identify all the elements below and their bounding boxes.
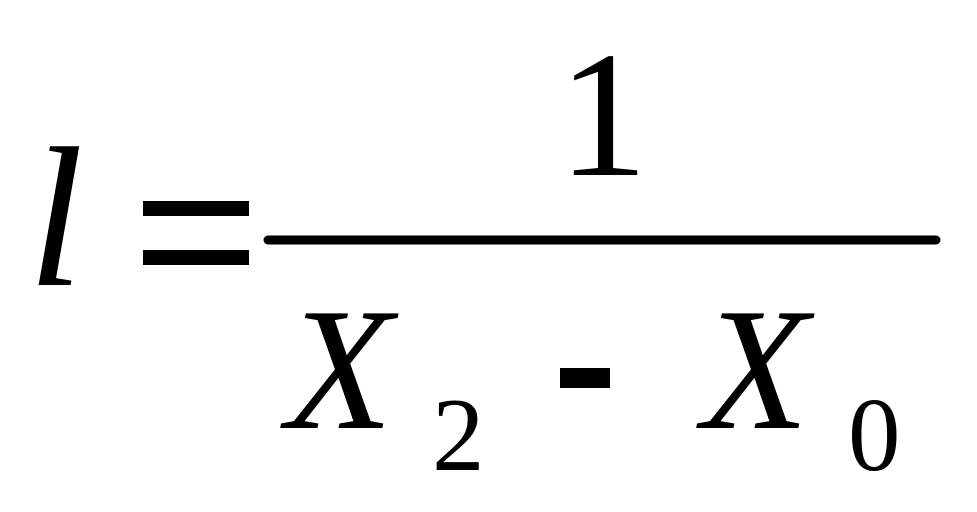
numerator: 1 [558, 15, 648, 214]
denominator-variable-x2: X [280, 272, 399, 466]
subscript-0: 0 [848, 376, 901, 493]
lhs-variable: l [28, 108, 84, 329]
minus-sign [560, 368, 610, 388]
denominator: X 2 X 0 [280, 272, 901, 493]
equals-sign [143, 201, 249, 265]
subscript-2: 2 [432, 376, 485, 493]
denominator-variable-x0: X [696, 272, 815, 466]
